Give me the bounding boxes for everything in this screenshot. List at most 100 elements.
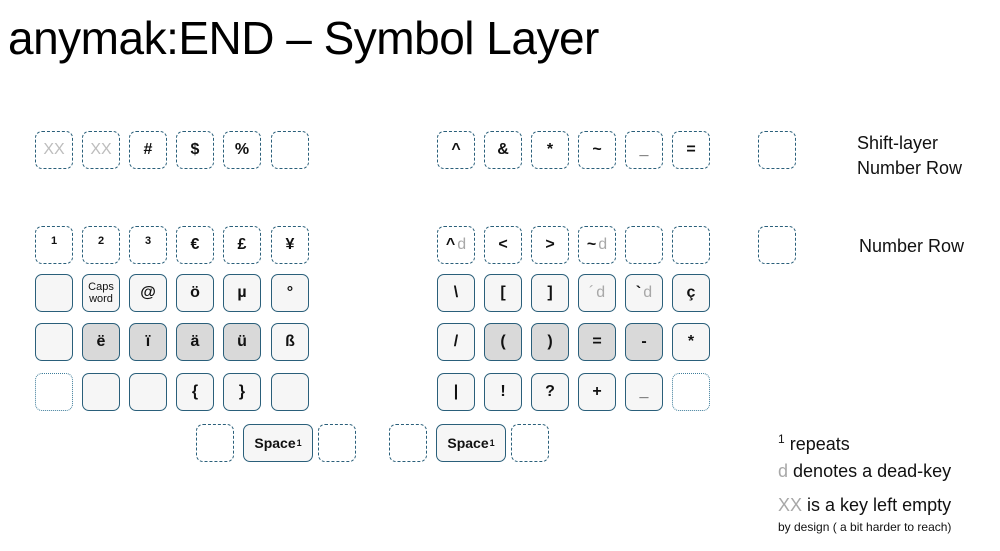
key-label: ) [547,333,553,350]
key-r-shift-2: & [484,131,522,169]
key-l-bot-3 [129,373,167,411]
key-r-num-2: < [484,226,522,264]
legend-dead-key: d denotes a dead-key [778,461,951,482]
key-label: 3 [144,235,152,247]
repeat-superscript: 1 [489,438,495,448]
key-l-num-6: ¥ [271,226,309,264]
key-r-shift-5: _ [625,131,663,169]
key-l-top-3: @ [129,274,167,312]
key-label: Space [447,435,489,451]
key-r-shift-3: * [531,131,569,169]
key-l-shift-1: XX [35,131,73,169]
key-r-home-3: ) [531,323,569,361]
key-label: ´ [588,284,595,301]
key-label: € [190,236,200,253]
key-label: - [641,333,647,350]
key-label: µ [237,284,247,301]
key-l-shift-6 [271,131,309,169]
legend-dead-marker: d [778,461,789,481]
key-r-top-3: ] [531,274,569,312]
legend-empty-text: is a key left empty [807,495,952,515]
key-r-thumb-1 [389,424,427,462]
key-label: & [497,141,509,158]
key-label: ä [190,333,200,350]
key-l-home-6: ß [271,323,309,361]
key-r-shift-4: ~ [578,131,616,169]
key-r-top-2: [ [484,274,522,312]
dead-key-marker: d [643,284,653,301]
key-r-thumb-3 [511,424,549,462]
legend-repeats-sup: 1 [778,432,785,446]
key-label: ï [145,333,151,350]
key-label: = [592,333,602,350]
page-title: anymak:END – Symbol Layer [8,12,599,64]
key-label: _ [639,141,649,158]
key-label: = [686,141,696,158]
key-l-shift-2: XX [82,131,120,169]
key-label: { [191,383,199,400]
key-l-num-2: 2 [82,226,120,264]
key-l-home-3: ï [129,323,167,361]
label-shift-number-row: Number Row [857,158,963,178]
key-l-num-5: £ [223,226,261,264]
key-label: * [546,141,554,158]
key-label: XX [43,141,65,158]
key-l-home-1 [35,323,73,361]
key-label: ^ [451,141,461,158]
key-l-home-2: ë [82,323,120,361]
key-l-top-4: ö [176,274,214,312]
key-label: ß [285,333,295,350]
key-r-num-6 [672,226,710,264]
legend-empty: XX is a key left empty [778,495,951,516]
key-r-top-5: `d [625,274,663,312]
key-r-home-5: - [625,323,663,361]
key-label: ç [686,284,696,301]
key-l-thumb-3 [318,424,356,462]
key-l-bot-2 [82,373,120,411]
key-label: # [143,141,153,158]
key-label: ( [500,333,506,350]
key-l-bot-4: { [176,373,214,411]
key-r-bot-3: ? [531,373,569,411]
key-l-top-5: µ [223,274,261,312]
key-legend-num [758,226,796,264]
key-r-bot-2: ! [484,373,522,411]
key-label: * [687,333,695,350]
key-r-shift-6: = [672,131,710,169]
key-label: ü [237,333,247,350]
label-number-row: Number Row [859,236,965,256]
label-shift-layer: Shift-layer [857,133,939,153]
legend-empty-marker: XX [778,495,803,515]
key-l-shift-3: # [129,131,167,169]
key-r-home-2: ( [484,323,522,361]
key-l-num-3: 3 [129,226,167,264]
key-label: Space [254,435,296,451]
key-label: / [453,333,459,350]
key-legend-shift [758,131,796,169]
key-label: ° [286,284,294,301]
key-label: < [498,236,508,253]
key-r-home-6: * [672,323,710,361]
key-l-shift-4: $ [176,131,214,169]
key-r-num-4: ~d [578,226,616,264]
key-label: $ [190,141,200,158]
key-r-bot-6 [672,373,710,411]
key-label: + [592,383,602,400]
key-label: [ [500,284,506,301]
key-label: ? [545,383,555,400]
key-label: } [238,383,246,400]
key-label: ~ [586,236,597,253]
key-r-bot-5: _ [625,373,663,411]
key-label: @ [140,284,156,301]
dead-key-marker: d [596,284,606,301]
key-l-thumb-1 [196,424,234,462]
key-l-home-5: ü [223,323,261,361]
dead-key-marker: d [598,236,608,253]
key-label: _ [639,383,649,400]
key-label: ~ [592,141,602,158]
key-l-num-4: € [176,226,214,264]
key-r-home-1: / [437,323,475,361]
key-label: ^ [445,236,456,253]
key-l-top-6: ° [271,274,309,312]
